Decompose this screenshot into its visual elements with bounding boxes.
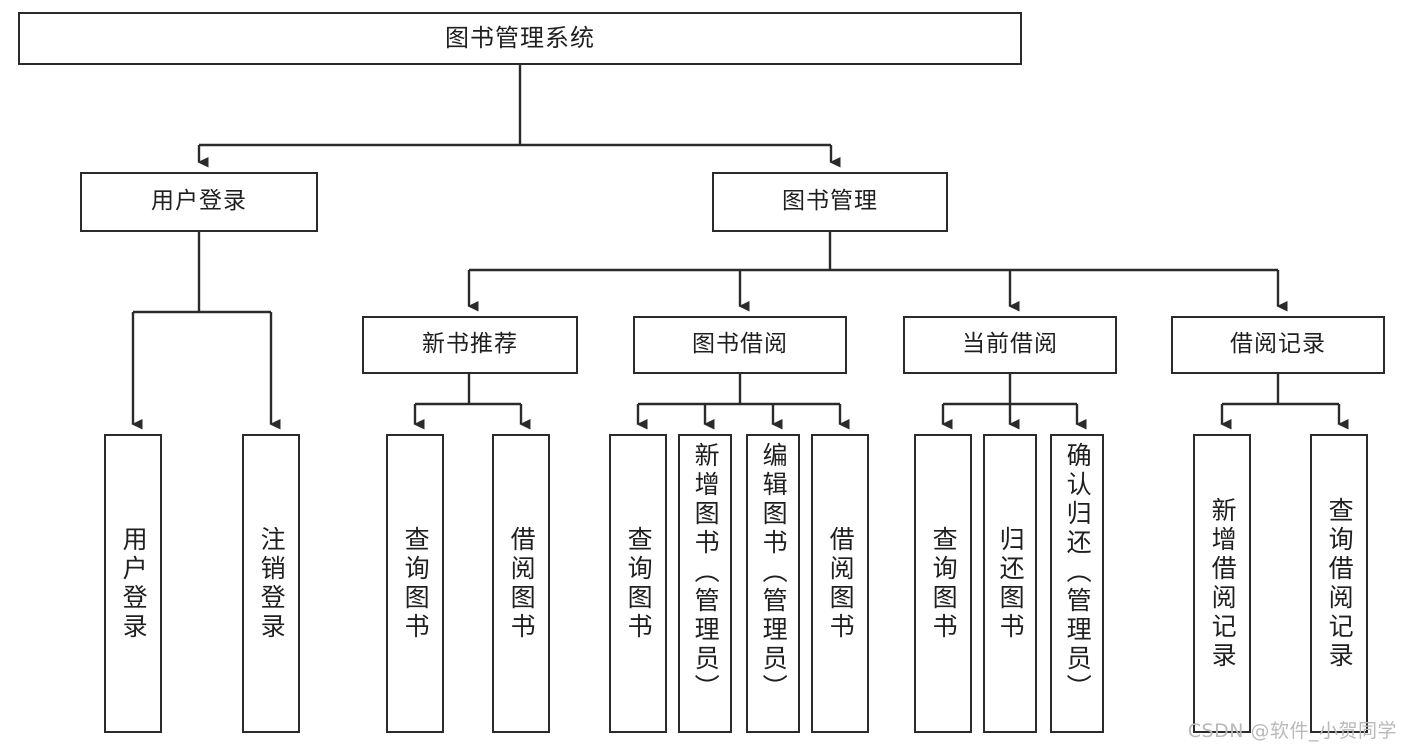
leaf-current-borrow-query-book[interactable]: 查询图书 (914, 434, 972, 733)
node-label: 查询图书 (624, 525, 654, 642)
node-user-login[interactable]: 用户登录 (80, 172, 318, 232)
node-label: 当前借阅 (962, 331, 1058, 358)
node-root-book-management-system[interactable]: 图书管理系统 (18, 12, 1022, 65)
leaf-book-borrow-borrow-book[interactable]: 借阅图书 (811, 434, 869, 733)
node-label: 图书借阅 (692, 331, 788, 358)
leaf-current-borrow-return-book[interactable]: 归还图书 (983, 434, 1037, 733)
node-label: 借阅图书 (826, 525, 856, 642)
node-label: 图书管理 (782, 188, 878, 215)
node-label: 用户登录 (151, 188, 247, 215)
node-label: 新书推荐 (422, 331, 518, 358)
node-label: 编辑图书（管理员） (759, 442, 789, 703)
leaf-borrow-record-query-record[interactable]: 查询借阅记录 (1310, 434, 1368, 733)
node-current-borrow[interactable]: 当前借阅 (903, 316, 1117, 374)
csdn-watermark: CSDN @软件_小贺同学 (1187, 720, 1397, 742)
node-label: 确认归还（管理员） (1063, 442, 1093, 703)
leaf-new-book-query-book[interactable]: 查询图书 (386, 434, 444, 733)
node-label: 借阅记录 (1230, 331, 1326, 358)
leaf-book-borrow-query-book[interactable]: 查询图书 (609, 434, 667, 733)
node-label: 查询图书 (929, 525, 959, 642)
node-label: 查询图书 (401, 525, 431, 642)
node-label: 注销登录 (257, 525, 287, 642)
node-label: 新增借阅记录 (1208, 496, 1238, 671)
node-new-book-recommend[interactable]: 新书推荐 (362, 316, 578, 374)
leaf-user-login-logout[interactable]: 注销登录 (242, 434, 300, 733)
leaf-new-book-borrow-book[interactable]: 借阅图书 (492, 434, 550, 733)
node-label: 归还图书 (996, 525, 1026, 642)
leaf-book-borrow-edit-book-admin[interactable]: 编辑图书（管理员） (746, 434, 800, 733)
leaf-user-login-login[interactable]: 用户登录 (104, 434, 162, 733)
node-label: 新增图书（管理员） (691, 442, 721, 703)
node-label: 查询借阅记录 (1325, 496, 1355, 671)
node-label: 借阅图书 (507, 525, 537, 642)
leaf-borrow-record-add-record[interactable]: 新增借阅记录 (1193, 434, 1251, 733)
leaf-book-borrow-add-book-admin[interactable]: 新增图书（管理员） (678, 434, 732, 733)
node-label: 图书管理系统 (445, 24, 595, 53)
node-borrow-record[interactable]: 借阅记录 (1171, 316, 1385, 374)
leaf-current-borrow-confirm-return-admin[interactable]: 确认归还（管理员） (1050, 434, 1104, 733)
node-book-management[interactable]: 图书管理 (712, 172, 948, 232)
node-book-borrow[interactable]: 图书借阅 (633, 316, 847, 374)
node-label: 用户登录 (119, 525, 149, 642)
